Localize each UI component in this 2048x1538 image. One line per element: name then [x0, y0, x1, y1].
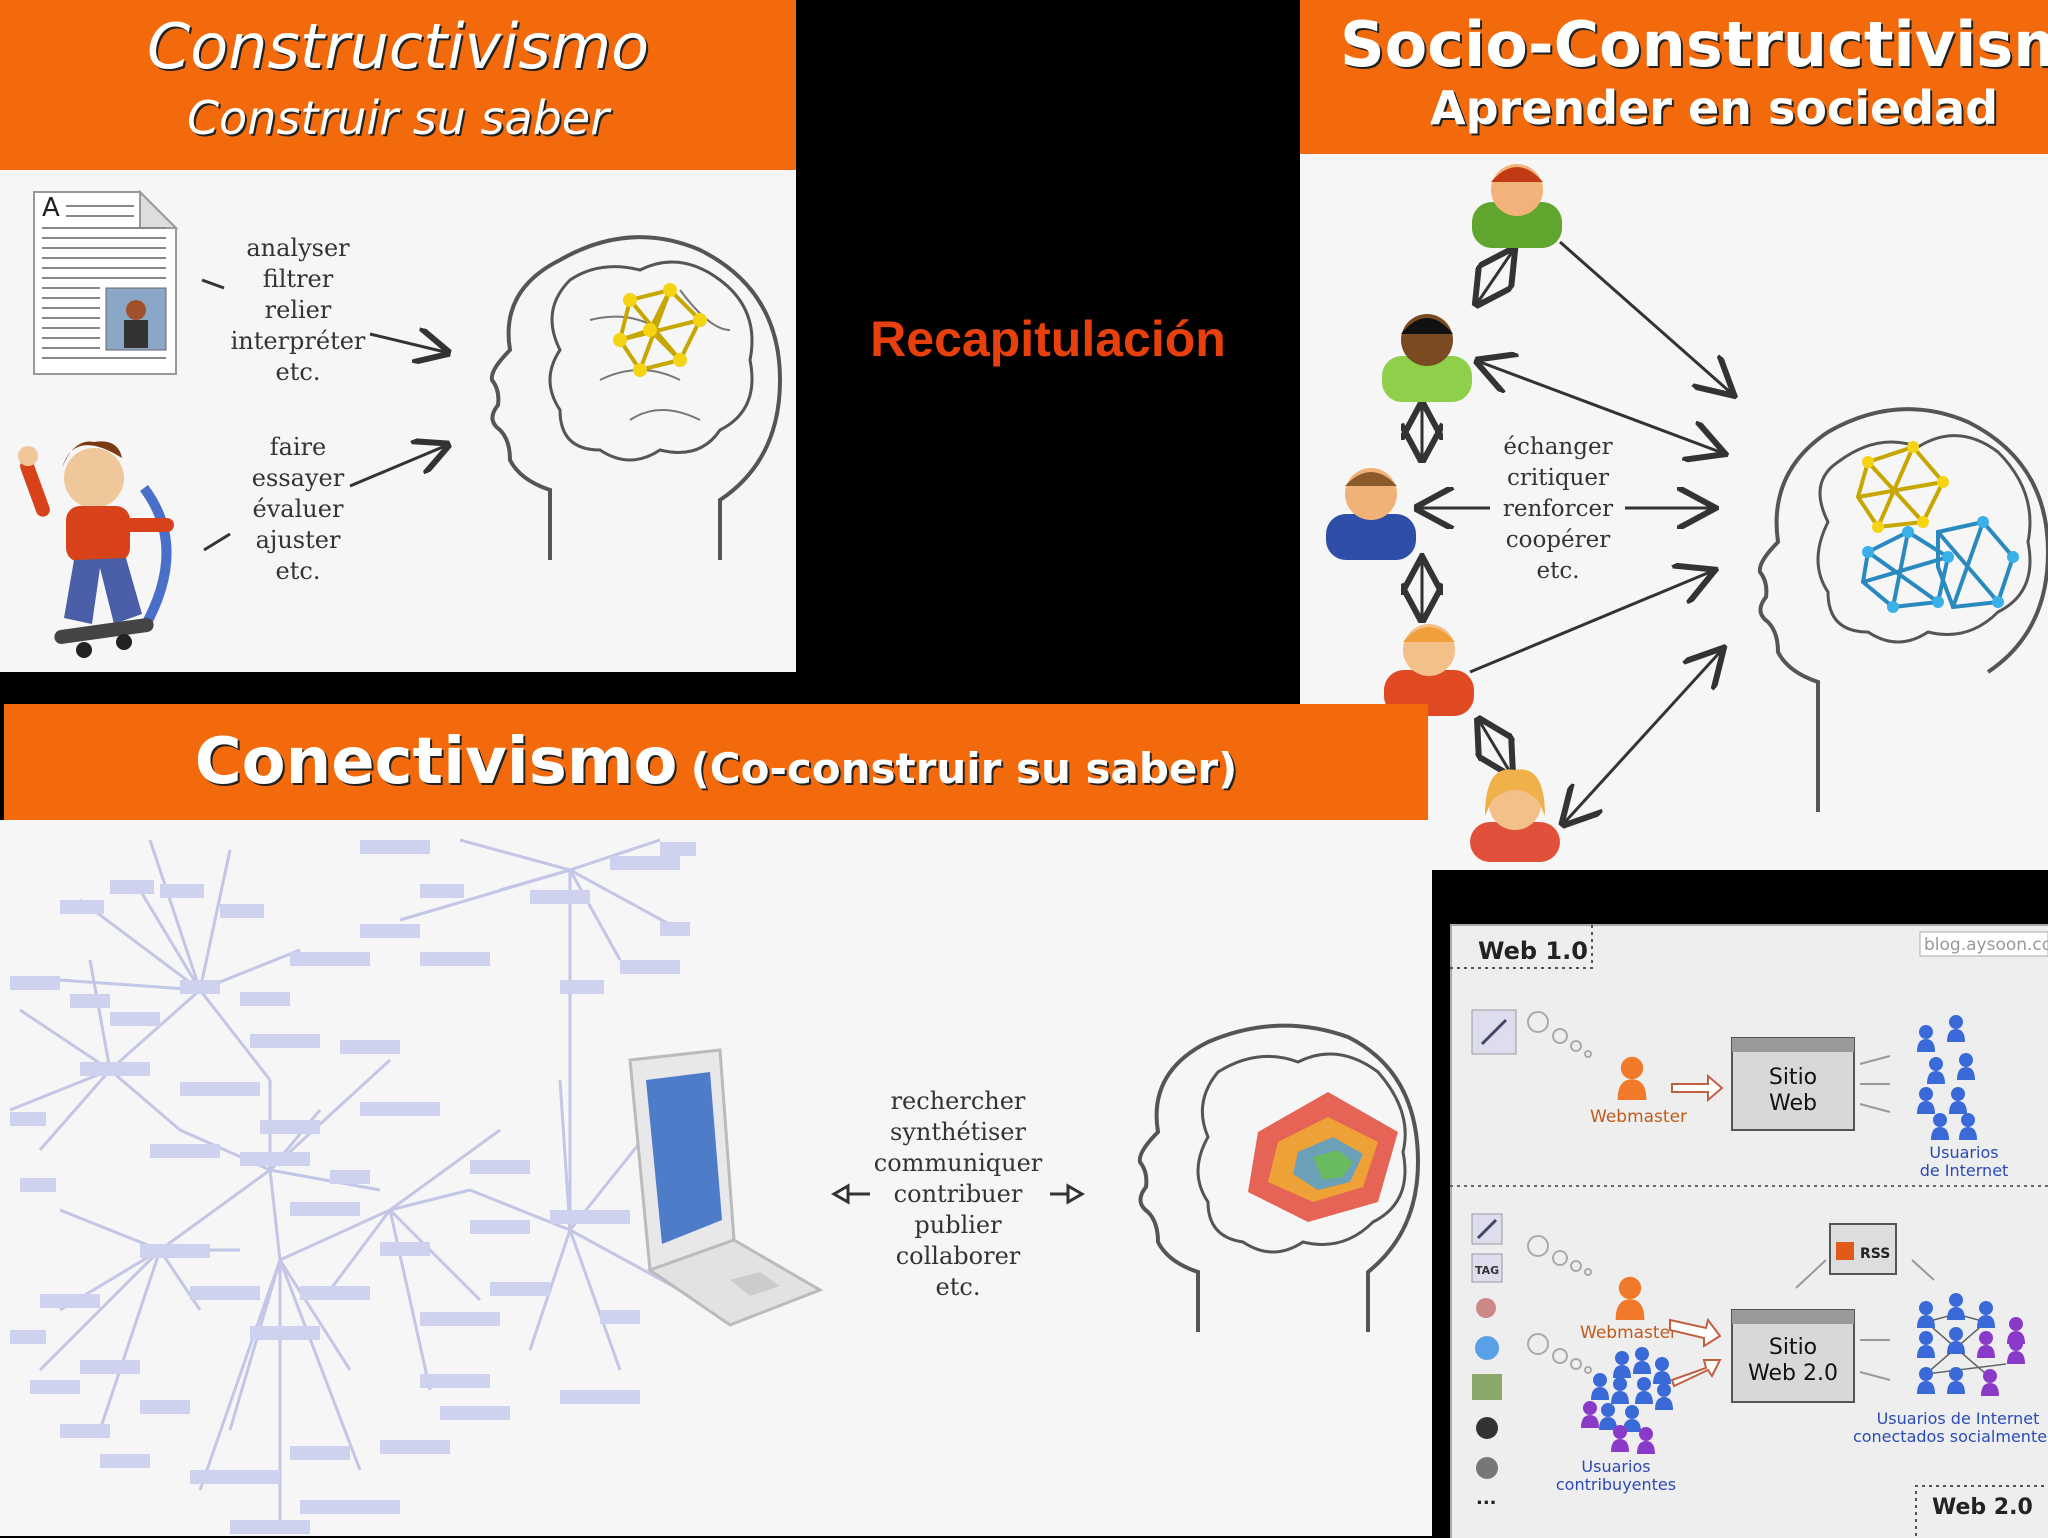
socio-verbs: échanger critiquer renforcer coopérer et…	[1490, 432, 1626, 587]
tag-label: TAG	[1475, 1264, 1499, 1277]
socio-network	[1326, 164, 2048, 862]
site-1-line1: Sitio	[1769, 1065, 1817, 1090]
conectivismo-title: Conectivismo	[194, 725, 678, 799]
person-icon	[1470, 769, 1560, 862]
contributors-line1: Usuarios	[1581, 1457, 1650, 1476]
conectivismo-banner: Conectivismo (Co-construir su saber)	[4, 704, 1428, 820]
conectivismo-verbs: rechercher synthétiser communiquer contr…	[868, 1086, 1048, 1303]
verb: évaluer	[252, 495, 344, 523]
person-icon	[1384, 624, 1474, 716]
constructivismo-banner: Constructivismo Construir su saber	[0, 0, 796, 170]
document-verbs: analyser filtrer relier interpréter etc.	[218, 233, 378, 388]
verb: interpréter	[230, 327, 366, 355]
conectivismo-subtitle: (Co-construir su saber)	[690, 744, 1238, 793]
users-1-line2: de Internet	[1920, 1161, 2009, 1180]
verb: publier	[914, 1211, 1002, 1239]
head-brain-icon	[1137, 1023, 1421, 1332]
verb: etc.	[935, 1273, 981, 1301]
verb: relier	[264, 296, 332, 324]
contributors-line2: contribuyentes	[1556, 1475, 1676, 1494]
web2-label: Web 2.0	[1932, 1495, 2033, 1520]
document-icon: A	[33, 189, 179, 375]
social-users-line2: conectados socialmente	[1853, 1427, 2047, 1446]
socio-subtitle: Aprender en sociedad	[1430, 81, 1999, 135]
site-1-line2: Web	[1769, 1091, 1817, 1116]
conectivismo-arrows	[830, 1183, 1086, 1205]
verb: communiquer	[873, 1149, 1043, 1177]
socio-banner: Socio-Constructivismo Aprender en socied…	[1300, 0, 2048, 154]
web-diagram: Web 1.0 blog.aysoon.com Webmaster Sitio …	[1450, 924, 2048, 1536]
svg-text:A: A	[42, 193, 60, 223]
verb: analyser	[246, 234, 350, 262]
verb: etc.	[275, 557, 321, 585]
head-brain-icon	[489, 235, 783, 560]
verb: renforcer	[1502, 496, 1614, 522]
rss-label: RSS	[1860, 1246, 1890, 1262]
person-icon	[1472, 164, 1562, 248]
web2-tools: TAG ...	[1471, 1213, 1503, 1509]
constructivismo-arrows	[201, 278, 470, 552]
webmaster-1-label: Webmaster	[1590, 1107, 1687, 1127]
social-users-line1: Usuarios de Internet	[1877, 1409, 2040, 1428]
source-label: blog.aysoon.com	[1924, 935, 2048, 955]
users-1-line1: Usuarios	[1929, 1143, 1998, 1162]
verb: ajuster	[255, 526, 341, 554]
webmaster-icon	[1617, 1056, 1647, 1100]
verb: échanger	[1503, 434, 1613, 460]
verb: etc.	[275, 358, 321, 386]
pencil-icon	[1480, 1018, 1508, 1046]
web1-label: Web 1.0	[1478, 937, 1588, 965]
laptop-icon	[628, 1048, 824, 1327]
site-2-line1: Sitio	[1769, 1335, 1817, 1360]
web-diagram-panel	[1450, 924, 2048, 1538]
verb: contribuer	[893, 1180, 1023, 1208]
verb: collaborer	[895, 1242, 1021, 1270]
verb: coopérer	[1505, 527, 1611, 553]
skater-icon	[18, 441, 174, 658]
verb: essayer	[251, 464, 345, 492]
constructivismo-subtitle: Construir su saber	[186, 91, 610, 145]
socio-title: Socio-Constructivismo	[1340, 8, 2048, 81]
webmaster-icon	[1615, 1276, 1645, 1320]
verb: etc.	[1536, 558, 1580, 584]
constructivismo-title: Constructivismo	[146, 10, 650, 83]
action-verbs: faire essayer évaluer ajuster etc.	[218, 432, 378, 587]
recapitulacion-title: Recapitulación	[870, 311, 1226, 367]
webmaster-2-label: Webmaster	[1580, 1323, 1677, 1343]
verb: filtrer	[262, 265, 334, 293]
rss-icon	[1836, 1242, 1854, 1260]
verb: rechercher	[890, 1087, 1026, 1115]
person-icon	[1326, 468, 1416, 560]
network-graph	[9, 838, 696, 1534]
ellipsis: ...	[1476, 1488, 1497, 1509]
verb: critiquer	[1507, 465, 1609, 491]
verb: faire	[269, 433, 327, 461]
site-2-line2: Web 2.0	[1748, 1361, 1838, 1386]
person-icon	[1382, 314, 1472, 402]
verb: synthétiser	[890, 1118, 1026, 1146]
